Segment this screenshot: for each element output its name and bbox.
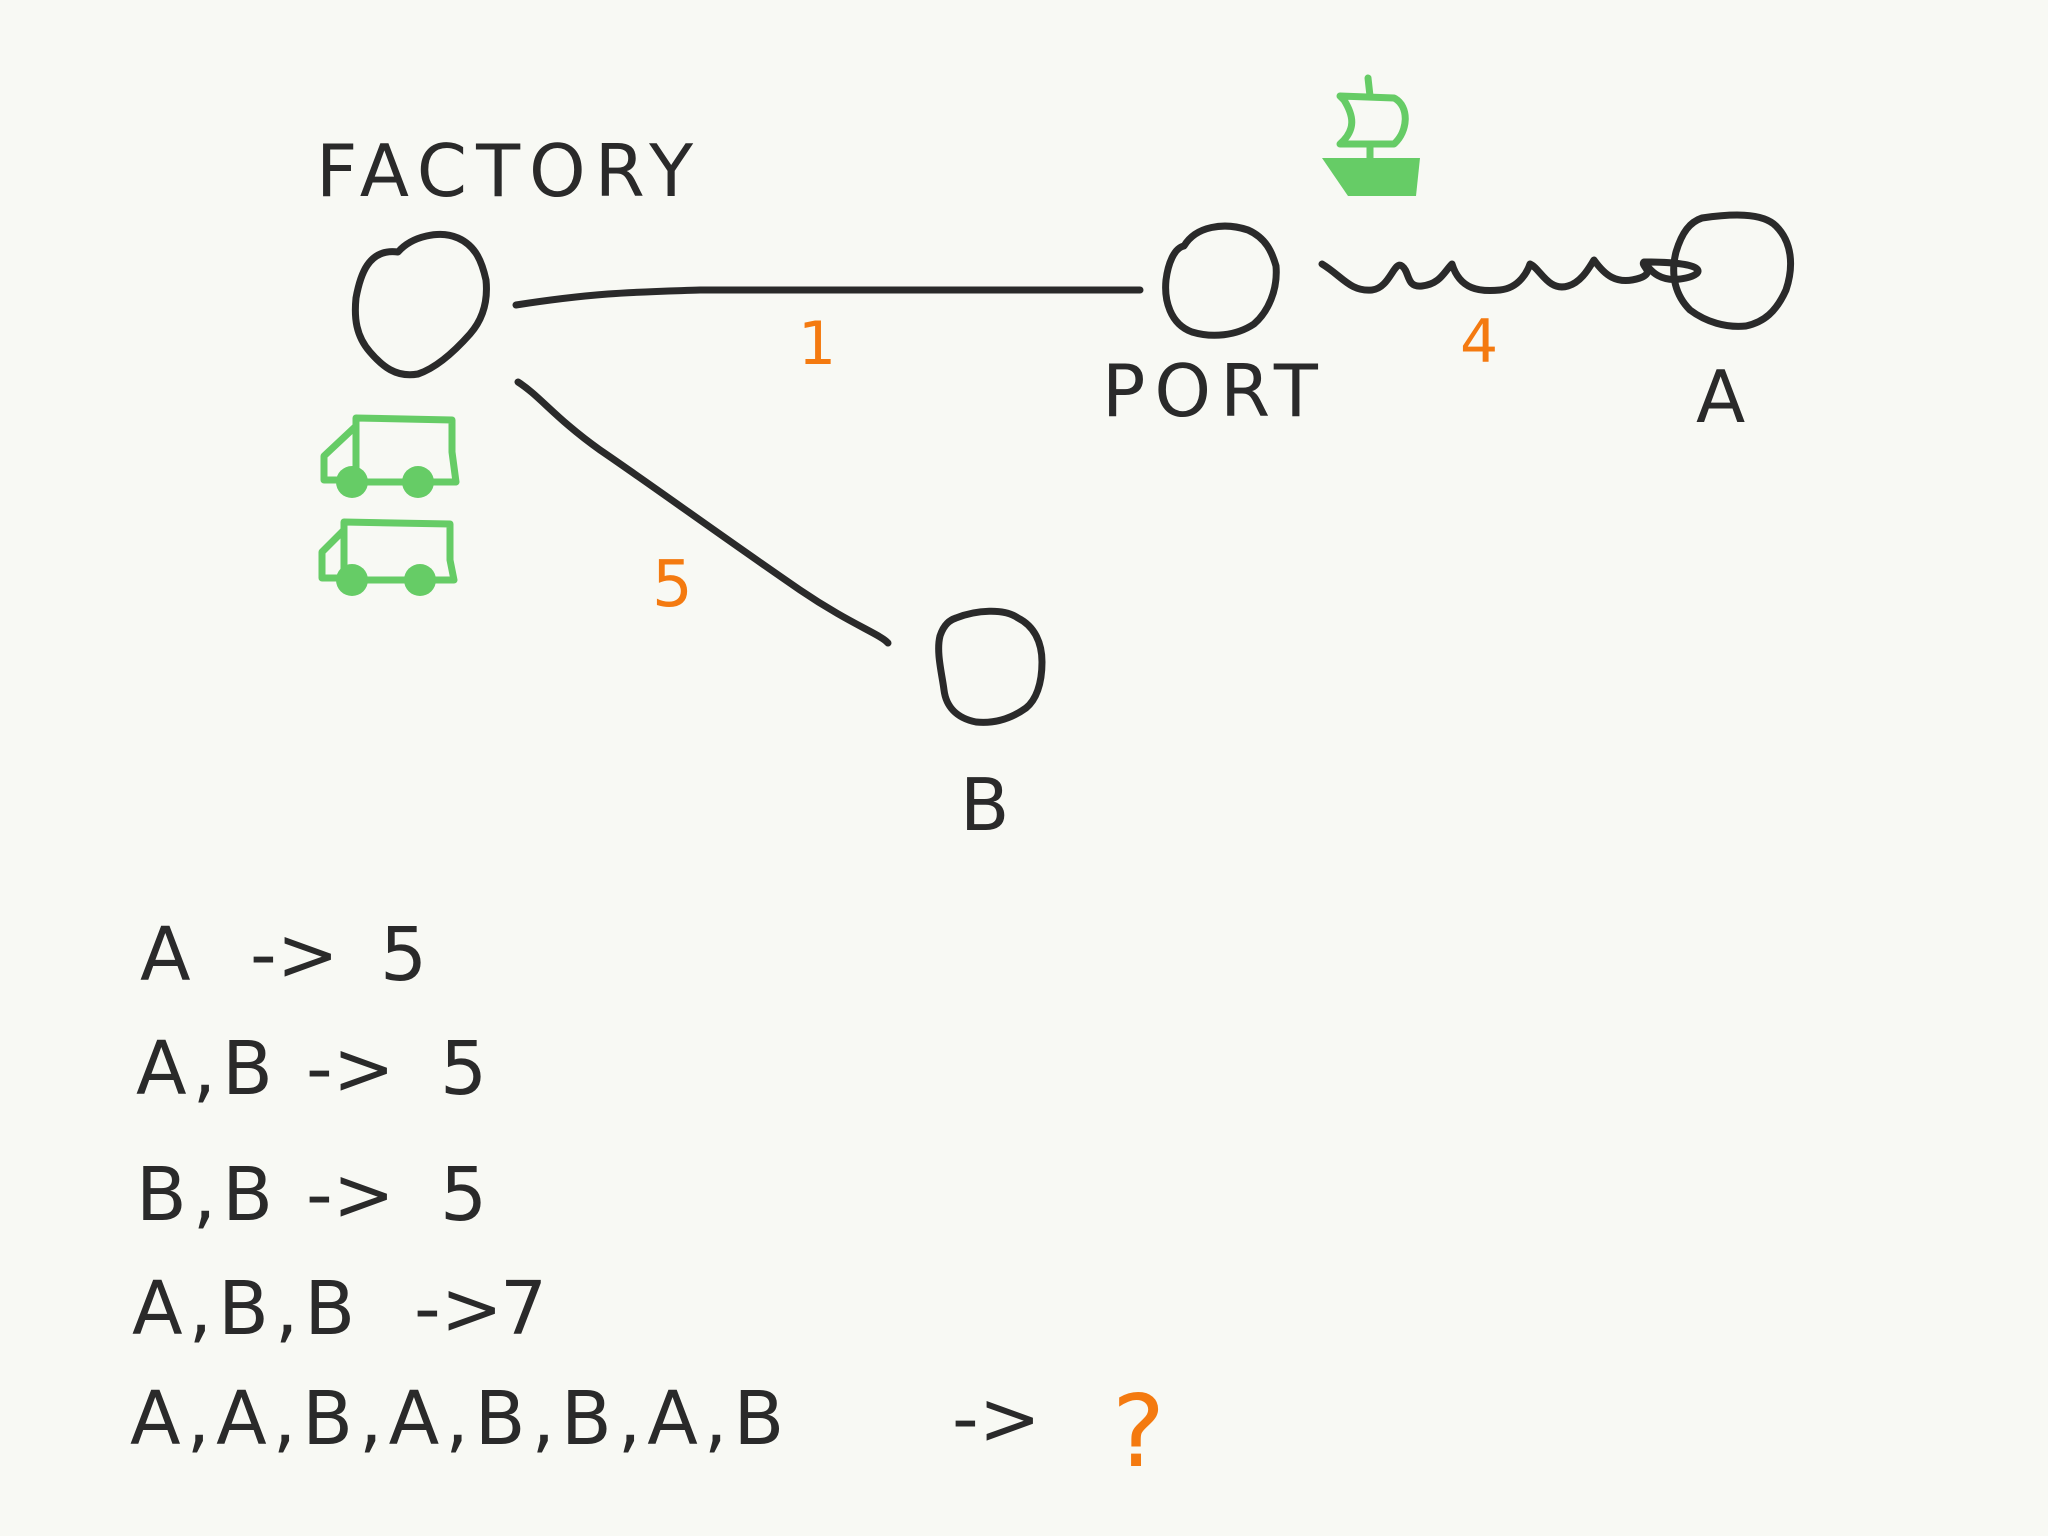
node-b-label: B (960, 763, 1009, 847)
truck-icon (320, 414, 460, 498)
ship-icon (1322, 74, 1420, 196)
example-row: A,B,B -> 7 (132, 1266, 547, 1352)
example-row: A,B -> 5 (136, 1026, 487, 1112)
edge-factory-b-cost: 5 (652, 548, 693, 622)
example-row: B,B -> 5 (136, 1152, 487, 1238)
node-factory: FACTORY (316, 129, 702, 379)
node-factory-label: FACTORY (316, 129, 702, 213)
node-port: PORT (1102, 222, 1327, 433)
node-port-circle (1162, 222, 1280, 339)
node-a-circle (1670, 211, 1795, 330)
edge-port-a-wave (1318, 256, 1702, 295)
example-result: 5 (440, 1026, 487, 1112)
example-result: 5 (380, 912, 427, 998)
example-arrow: -> (952, 1376, 1041, 1462)
example-input: B,B (136, 1152, 279, 1238)
node-factory-circle (351, 231, 490, 379)
node-a: A (1670, 211, 1795, 439)
edge-factory-port-cost: 1 (798, 309, 836, 379)
example-row: A,A,B,A,B,B,A,B -> ? (130, 1373, 1165, 1490)
example-arrow: -> (306, 1152, 395, 1238)
example-row: A -> 5 (140, 912, 427, 998)
example-input: A,B,B (132, 1266, 361, 1352)
examples-list: A -> 5 A,B -> 5 B,B -> 5 A,B,B -> 7 A,A,… (130, 912, 1165, 1490)
edge-port-a-cost: 4 (1460, 307, 1498, 377)
example-arrow: -> (414, 1266, 503, 1352)
node-b: B (935, 607, 1046, 847)
truck-icon (318, 518, 458, 596)
example-input: A (140, 912, 197, 998)
node-a-label: A (1696, 355, 1745, 439)
example-result: 5 (440, 1152, 487, 1238)
example-input: A,B (136, 1026, 279, 1112)
node-port-label: PORT (1102, 349, 1327, 433)
example-arrow: -> (250, 912, 339, 998)
example-result-unknown: ? (1112, 1373, 1165, 1490)
node-b-circle (935, 607, 1046, 726)
edge-factory-b (514, 378, 892, 647)
example-arrow: -> (306, 1026, 395, 1112)
example-input: A,A,B,A,B,B,A,B (130, 1376, 790, 1462)
edge-factory-port (512, 286, 1144, 309)
example-result: 7 (500, 1266, 547, 1352)
